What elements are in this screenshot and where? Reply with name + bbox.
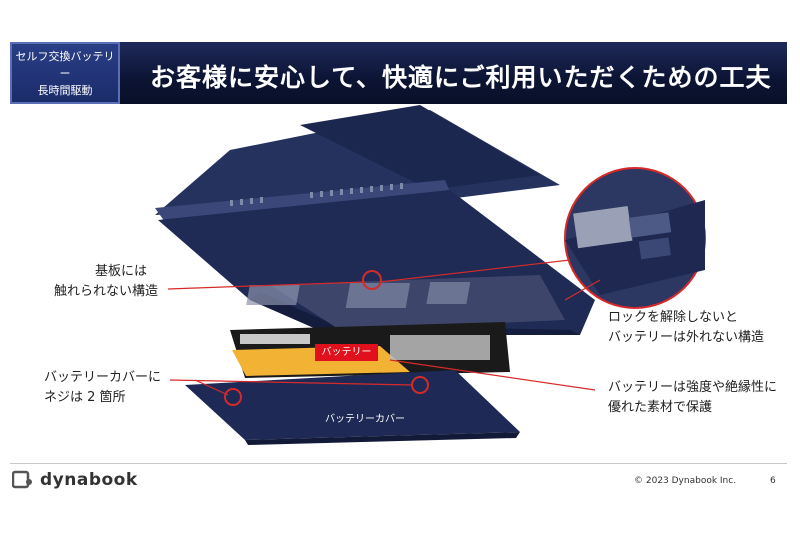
tag-line-1: セルフ交換バッテリー (15, 49, 115, 80)
board-circle (362, 270, 382, 290)
material-callout: バッテリーは強度や絶縁性に 優れた素材で保護 (608, 378, 777, 418)
material-line (389, 359, 596, 391)
lock-callout-line-1: ロックを解除しないと (608, 310, 739, 325)
lock-callout: ロックを解除しないと バッテリーは外れない構造 (608, 308, 764, 348)
board-callout-line-2: 触れられない構造 (54, 284, 159, 299)
lock-line (379, 259, 571, 283)
dynabook-logo: dynabook (12, 469, 138, 491)
laptop-hinge (155, 180, 450, 222)
screws-callout: バッテリーカバーに ネジは 2 箇所 (44, 368, 161, 408)
screw-circle-1 (224, 388, 242, 406)
screws-line (169, 379, 413, 386)
material-callout-line-2: 優れた素材で保護 (608, 400, 713, 415)
brand-name: dynabook (40, 470, 138, 490)
section-tag: セルフ交換バッテリー 長時間駆動 (10, 42, 120, 104)
battery-cover-label: バッテリーカバー (325, 414, 405, 425)
battery-cover (185, 370, 520, 440)
laptop-illustration (155, 105, 706, 445)
header-bar (10, 42, 787, 104)
dynabook-logo-icon (12, 470, 32, 489)
board-callout-line-1: 基板には (95, 264, 148, 279)
board-callout: 基板には 触れられない構造 (54, 262, 158, 302)
battery-label: バッテリー (315, 344, 378, 361)
battery-bay (270, 275, 565, 330)
material-callout-line-1: バッテリーは強度や絶縁性に (608, 380, 778, 395)
copyright: © 2023 Dynabook Inc. (634, 476, 737, 486)
board-line (167, 281, 366, 290)
screws-callout-line-2: ネジは 2 箇所 (44, 390, 126, 405)
page-number: 6 (770, 476, 776, 486)
page-title: お客様に安心して、快適にご利用いただくための工夫 (150, 63, 772, 92)
screws-callout-line-1: バッテリーカバーに (44, 370, 162, 385)
footer-divider (10, 463, 787, 464)
tag-line-2: 長時間駆動 (37, 83, 93, 97)
lock-callout-line-2: バッテリーは外れない構造 (608, 330, 765, 345)
